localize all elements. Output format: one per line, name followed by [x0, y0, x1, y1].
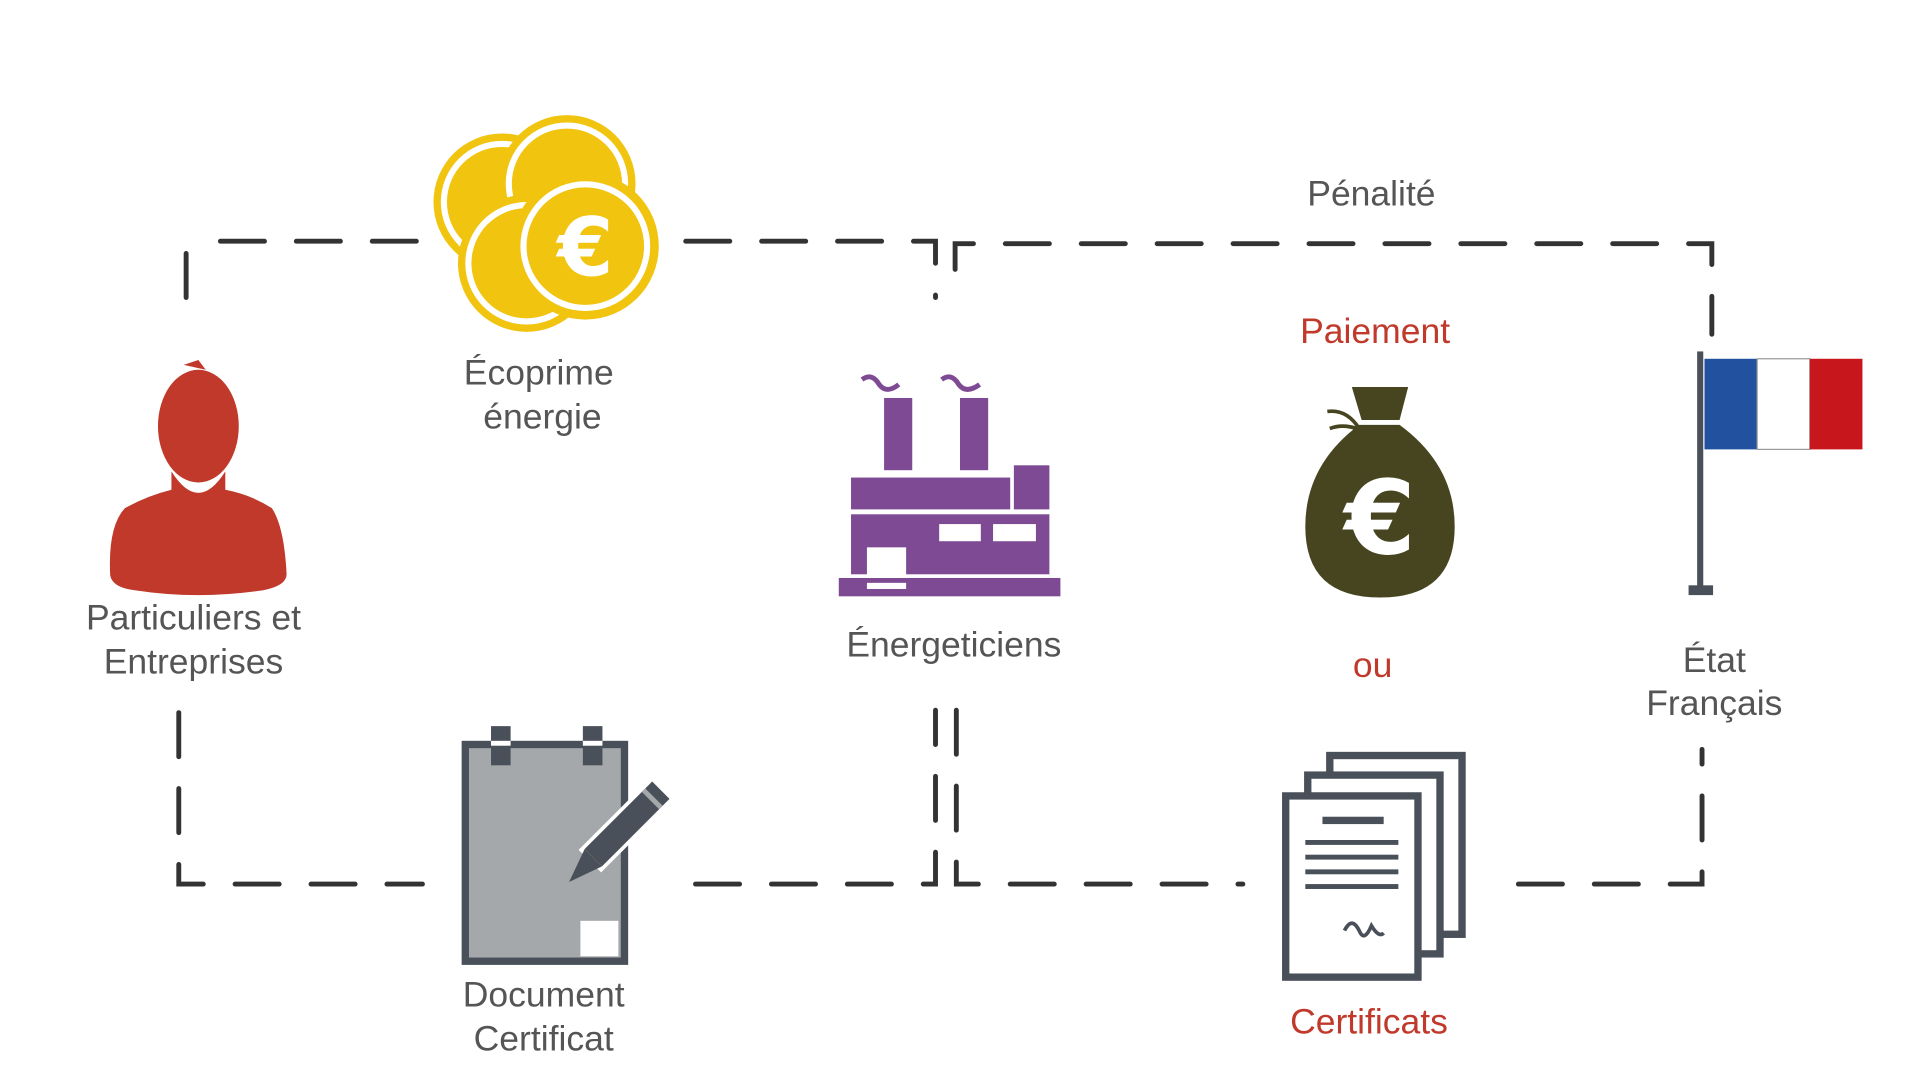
document-label-line1: Document: [463, 975, 625, 1015]
money-bag-icon: €: [1305, 386, 1455, 598]
energeticiens-label: Énergeticiens: [846, 624, 1061, 664]
particuliers-label-line1: Particuliers et: [86, 597, 301, 637]
paiement-label: Paiement: [1300, 311, 1450, 351]
penalite-label: Pénalité: [1307, 174, 1435, 214]
particuliers-label-line2: Entreprises: [104, 641, 284, 681]
etat-label-line2: Français: [1646, 683, 1782, 723]
dashed-connectors: [176, 238, 1715, 887]
certificates-icon: [1282, 751, 1466, 981]
certificats-label: Certificats: [1290, 1001, 1448, 1041]
euro-symbol: €: [1342, 459, 1416, 578]
person-icon: [109, 360, 287, 596]
euro-coins-icon: €: [433, 115, 659, 332]
etat-label-line1: État: [1683, 640, 1746, 680]
ecoprime-label-line1: Écoprime: [464, 352, 614, 392]
factory-icon: [838, 374, 1061, 597]
ecoprime-label-line2: énergie: [483, 397, 601, 437]
document-pencil-icon: [461, 726, 680, 965]
french-flag-icon: [1688, 351, 1863, 596]
document-label-line2: Certificat: [474, 1019, 614, 1059]
euro-symbol: €: [555, 202, 613, 296]
ou-label: ou: [1353, 645, 1393, 685]
